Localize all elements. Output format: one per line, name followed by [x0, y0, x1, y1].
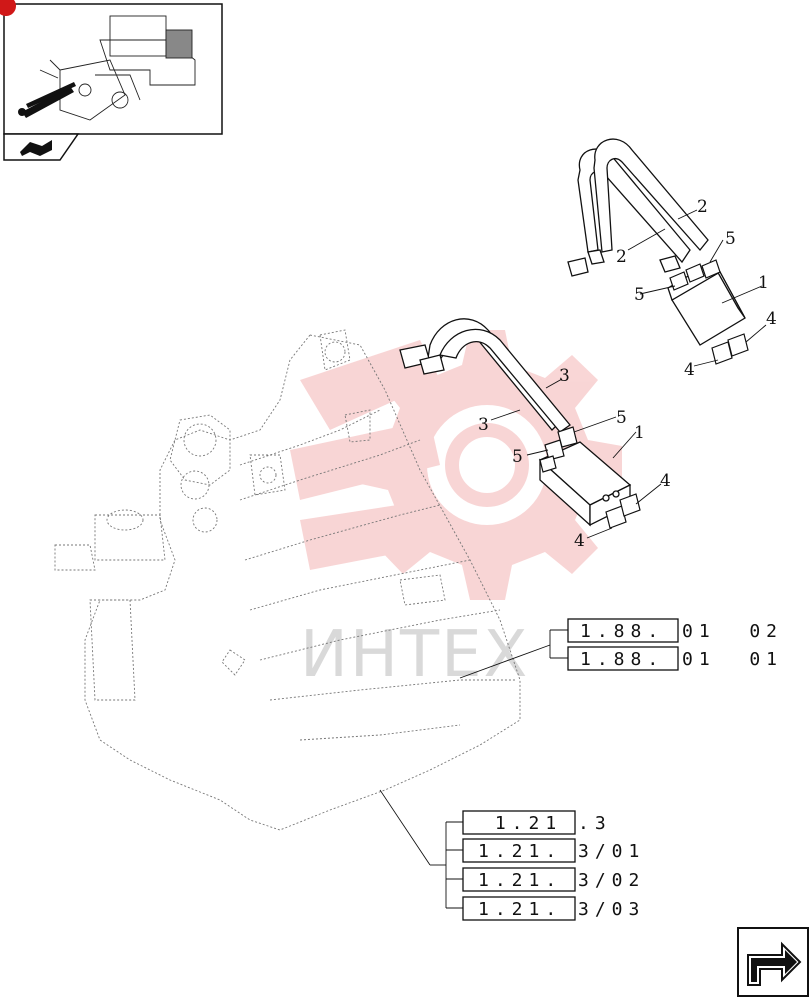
assembly-location-thumbnail	[3, 3, 223, 135]
leader-lines	[379, 209, 767, 909]
ref-boxed-text: 1.88.	[580, 649, 664, 670]
callout-1-upper: 1	[758, 273, 769, 293]
block-lower	[538, 441, 632, 527]
callout-4-upper-right: 4	[766, 309, 777, 329]
book-arrow-icon[interactable]	[3, 133, 80, 161]
callout-2-right: 2	[697, 197, 708, 217]
watermark-logo	[290, 330, 622, 600]
fittings-upper-4	[711, 333, 749, 365]
block-upper	[667, 261, 746, 346]
ref-boxed-text: 1.21.	[478, 841, 562, 862]
callout-5-lower-left: 5	[512, 447, 523, 467]
ref-suffix-text: 3/02	[578, 870, 645, 891]
reference-group-lower: 1.21 .3 1.21. 3/01 1.21. 3/02 1.21. 3/03	[462, 810, 645, 921]
callout-2-left: 2	[616, 247, 627, 267]
red-corner-badge	[0, 0, 16, 16]
callout-4-lower-left: 4	[574, 531, 585, 551]
ref-boxed-text: 1.21	[478, 813, 562, 834]
callout-1-lower: 1	[634, 423, 645, 443]
ref-suffix-text: 01 01	[682, 649, 783, 670]
ref-boxed-text: 1.88.	[580, 621, 664, 642]
callout-5-lower-right: 5	[616, 408, 627, 428]
ref-suffix-text: 3/03	[578, 899, 645, 920]
fittings-lower-4	[605, 493, 641, 529]
reference-1-88-01-02[interactable]: 1.88. 01 02	[567, 618, 783, 643]
callout-5-upper-right: 5	[725, 229, 736, 249]
ref-suffix-text: .3	[578, 813, 612, 834]
reference-1-21-3[interactable]: 1.21 .3	[462, 810, 612, 835]
callout-4-lower-right: 4	[660, 471, 671, 491]
watermark-text: ИНТЕХ	[300, 618, 529, 692]
fittings-upper-5	[669, 259, 721, 291]
ref-suffix-text: 01 02	[682, 621, 783, 642]
callout-5-upper-left: 5	[634, 285, 645, 305]
hose-pair-upper	[567, 138, 709, 277]
callout-3-right: 3	[559, 366, 570, 386]
ref-boxed-text: 1.21.	[478, 899, 562, 920]
reference-1-21-3-01[interactable]: 1.21. 3/01	[462, 838, 645, 863]
reference-1-21-3-03[interactable]: 1.21. 3/03	[462, 896, 645, 921]
reference-group-upper: 1.88. 01 02 1.88. 01 01	[567, 618, 783, 671]
ref-boxed-text: 1.21.	[478, 870, 562, 891]
callout-4-upper-left: 4	[684, 360, 695, 380]
loader-frame-outline	[54, 329, 521, 831]
reference-1-21-3-02[interactable]: 1.21. 3/02	[462, 867, 645, 892]
next-page-arrow-icon[interactable]	[737, 927, 809, 997]
reference-1-88-01-01[interactable]: 1.88. 01 01	[567, 646, 783, 671]
hose-pair-lower	[399, 318, 571, 433]
fittings-lower-5	[539, 426, 578, 473]
ref-suffix-text: 3/01	[578, 841, 645, 862]
callout-3-left: 3	[478, 415, 489, 435]
